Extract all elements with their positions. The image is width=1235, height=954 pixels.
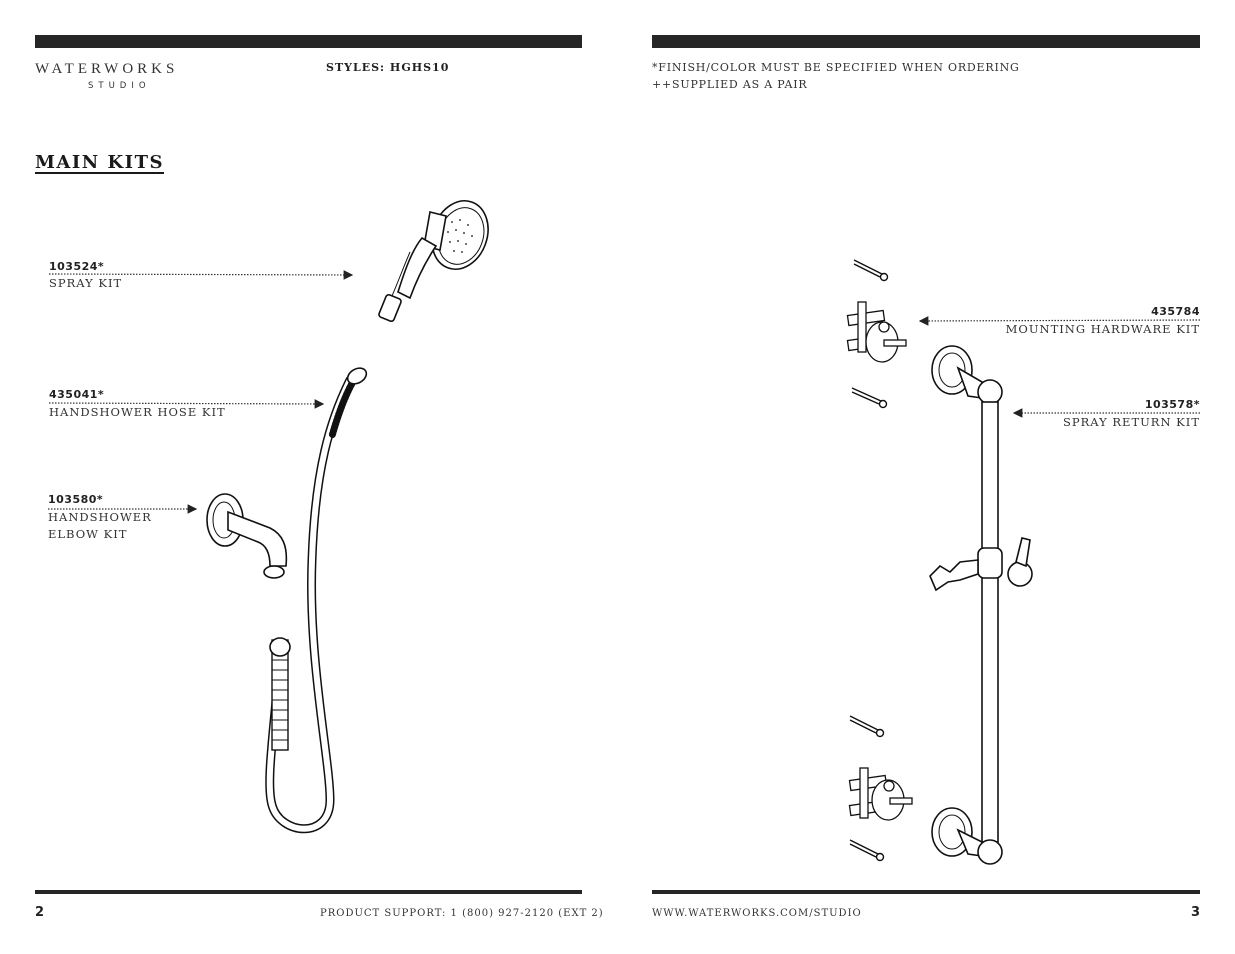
brand-sub: STUDIO — [88, 81, 151, 91]
product-support: PRODUCT SUPPORT: 1 (800) 927-2120 (EXT 2… — [320, 908, 604, 919]
part-name-elbow-kit-line2: ELBOW KIT — [48, 527, 128, 541]
left-page-number: 2 — [35, 905, 45, 920]
part-name-spray-kit: SPRAY KIT — [49, 276, 123, 290]
part-name-hose-kit: HANDSHOWER HOSE KIT — [49, 405, 226, 419]
page-title: MAIN KITS — [35, 152, 164, 173]
part-number-spray-kit: 103524* — [49, 260, 105, 273]
top-rule-left — [35, 35, 582, 48]
handshower-illustration — [378, 200, 489, 323]
part-number-spray-return-kit: 103578* — [1144, 398, 1200, 411]
mounting-hardware-upper — [846, 301, 907, 363]
part-number-hose-kit: 435041* — [49, 388, 105, 401]
note-finish: *FINISH/COLOR MUST BE SPECIFIED WHEN ORD… — [652, 61, 1020, 74]
hose-illustration — [265, 367, 368, 834]
bottom-rule-right — [652, 890, 1200, 894]
note-pair: ++SUPPLIED AS A PAIR — [652, 78, 808, 91]
part-name-spray-return-kit: SPRAY RETURN KIT — [1063, 415, 1200, 429]
leader-mounting-kit — [918, 316, 1201, 326]
website-link[interactable]: WWW.WATERWORKS.COM/STUDIO — [652, 908, 862, 919]
bottom-rule-left — [35, 890, 582, 894]
part-number-elbow-kit: 103580* — [48, 493, 104, 506]
leader-spray-kit — [48, 270, 354, 280]
mounting-hardware-lower — [848, 767, 913, 821]
screw-illustrations — [849, 259, 889, 862]
slide-bar-illustration — [929, 345, 1033, 865]
part-name-elbow-kit-line1: HANDSHOWER — [48, 510, 152, 524]
styles-label: STYLES: HGHS10 — [326, 61, 450, 74]
part-name-mounting-kit: MOUNTING HARDWARE KIT — [1005, 322, 1200, 336]
top-rule-right — [652, 35, 1200, 48]
elbow-illustration — [206, 493, 288, 579]
right-page-number: 3 — [1190, 905, 1200, 920]
part-number-mounting-kit: 435784 — [1151, 305, 1200, 318]
brand-logo: WATERWORKS — [35, 61, 179, 77]
leader-hose-kit — [48, 399, 325, 409]
